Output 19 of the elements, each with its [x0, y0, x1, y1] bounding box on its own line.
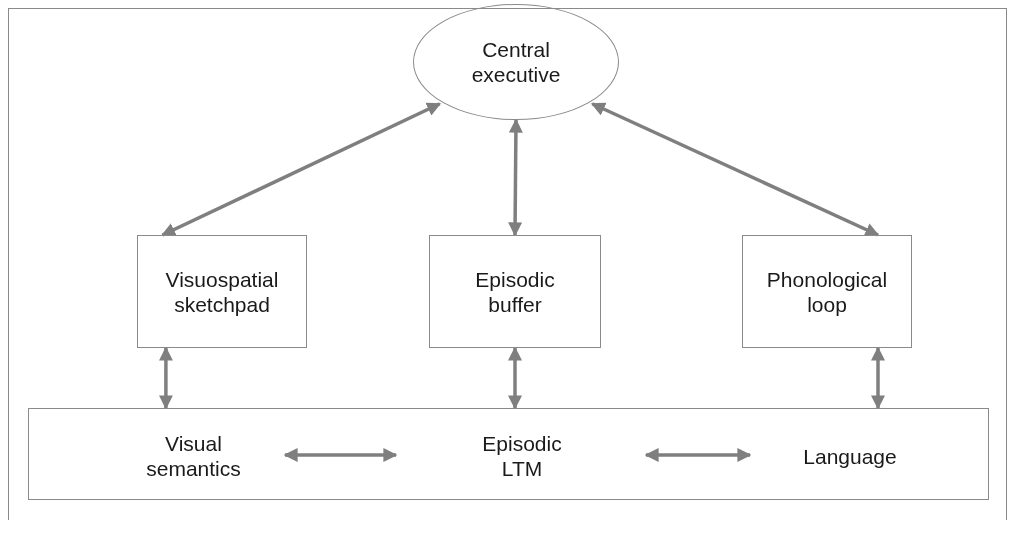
node-text: Visuospatial sketchpad: [164, 266, 280, 317]
double-arrow: [158, 346, 173, 410]
double-arrow: [590, 102, 880, 237]
band-box: [28, 408, 989, 500]
node-label: Visual semantics: [145, 431, 242, 481]
node-text: Episodic buffer: [474, 266, 556, 317]
node-label: Language: [803, 443, 897, 469]
double-arrow: [161, 102, 442, 237]
double-arrow: [283, 448, 398, 462]
double-arrow: [508, 118, 523, 237]
node-text: Phonological loop: [765, 266, 889, 317]
double-arrow: [871, 346, 885, 410]
node-label: Episodic LTM: [481, 431, 563, 481]
double-arrow: [508, 346, 522, 410]
process-box: [429, 235, 601, 348]
process-box: [137, 235, 307, 348]
double-arrow: [644, 448, 752, 462]
process-box: [742, 235, 912, 348]
node-text: Central executive: [470, 37, 562, 87]
